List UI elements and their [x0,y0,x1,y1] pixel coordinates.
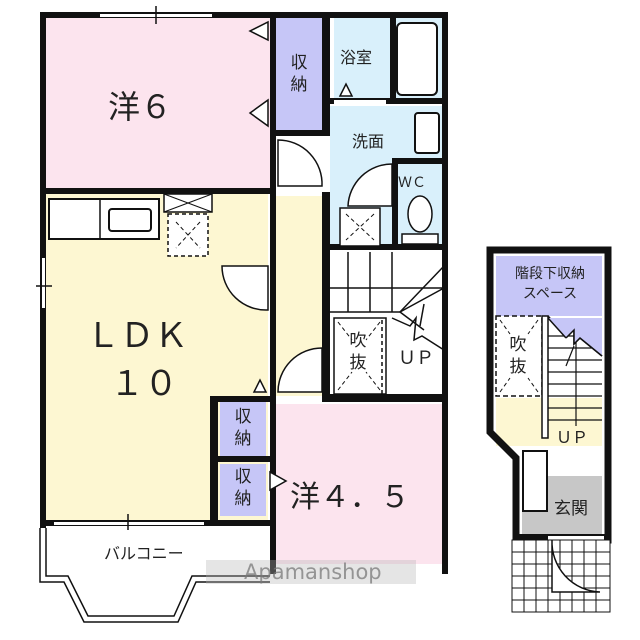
first-floor-hall [496,398,602,446]
void-first-floor-label: 吹 抜 [509,335,527,377]
washroom-label: 洗面 [352,132,385,151]
sink [108,208,152,232]
stairs-up-label: ＵＰ [398,348,434,369]
watermark-text: Apamanshop [244,560,382,584]
closet-mid-label: 収 納 [234,407,252,449]
wc-label: ＷＣ [398,175,426,191]
wash-basin [414,112,440,154]
bathroom-label: 浴室 [340,48,373,67]
western-room-6 [46,18,270,188]
ldk-size-label: １０ [110,364,178,404]
western-room-6-label: 洋６ [108,88,173,126]
balcony-label: バルコニー [104,544,184,563]
western-room-4-5 [276,404,442,564]
closet-low [220,464,266,516]
void-first-floor [496,316,542,398]
entrance-label: 玄関 [554,499,588,519]
void-main-label: 吹 抜 [349,331,367,373]
closet-top-label: 収 納 [290,53,308,95]
ldk-label: ＬＤＫ [86,316,188,356]
closet-mid [220,402,266,456]
closet-top [276,18,322,130]
closet-low-label: 収 納 [234,467,252,509]
watermark-band [206,560,416,584]
first-floor-up-label: ＵＰ [556,428,589,447]
western-room-4-5-label: 洋４．５ [290,480,410,515]
under-stair-storage [496,256,602,316]
shoe-cabinet [522,450,548,512]
bathtub [396,22,438,96]
under-stair-storage-label: 階段下収納 スペース [515,266,585,302]
